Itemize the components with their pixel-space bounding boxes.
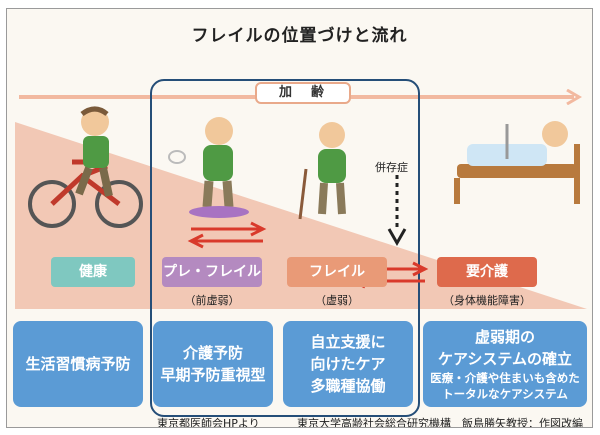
stage-healthy: 健康 [51,257,135,287]
source-credit-left: 東京都医師会HPより [157,417,260,428]
diagram-title: フレイルの位置づけと流れ [191,26,408,46]
diagram-frame: フレイルの位置づけと流れ 加 齢 [6,8,593,428]
care-box-2-line1: 介護予防 [182,344,243,362]
stage-care: 要介護 [437,257,537,287]
stage-pre-frail-sub: （前虚弱） [184,294,240,307]
cane-elder-illustration [298,122,346,220]
stage-frail-label: フレイル [309,264,365,280]
care-box-2-line2: 早期予防重視型 [160,366,266,384]
stage-pre-frail-label: プレ・フレイル [163,264,261,280]
aging-label: 加 齢 [255,82,351,104]
stage-frail: フレイル [287,257,387,287]
frail-stage-frame [150,79,420,417]
stage-care-sub: （身体機能障害） [443,294,531,307]
care-box-3-line3: 多職種協働 [310,377,386,395]
stage-frail-sub: （虚弱） [315,294,359,307]
source-credit-right: 東京大学高齢社会総合研究機構 飯島勝矢教授：作図改編 [297,417,583,428]
cyclist-illustration [28,106,143,228]
bent-elder-illustration [168,117,249,218]
bedridden-illustration [454,121,580,204]
stage-healthy-label: 健康 [79,264,107,280]
stage-pre-frail: プレ・フレイル [162,257,262,287]
reversible-arrow-1 [187,221,267,249]
care-box-independence: 自立支援に 向けたケア 多職種協働 [283,321,413,407]
care-box-3-line2: 向けたケア [310,355,386,373]
care-box-1-line1: 生活習慣病予防 [25,355,131,373]
care-box-lifestyle: 生活習慣病予防 [13,321,143,407]
care-box-3-line1: 自立支援に [310,333,386,351]
care-box-4-line2: ケアシステムの確立 [438,350,572,368]
care-box-prevention: 介護予防 早期予防重視型 [153,321,273,407]
care-box-system: 虚弱期の ケアシステムの確立 医療・介護や住まいも含めた トータルなケアシステム [423,321,587,407]
stage-care-label: 要介護 [466,264,508,280]
care-box-4-small2: トータルなケアシステム [442,387,568,401]
care-box-4-small1: 医療・介護や住まいも含めた [430,371,580,385]
care-box-4-line1: 虚弱期の [474,328,535,346]
comorbidity-label: 併存症 [375,161,408,174]
comorbidity-arrow [387,175,407,247]
